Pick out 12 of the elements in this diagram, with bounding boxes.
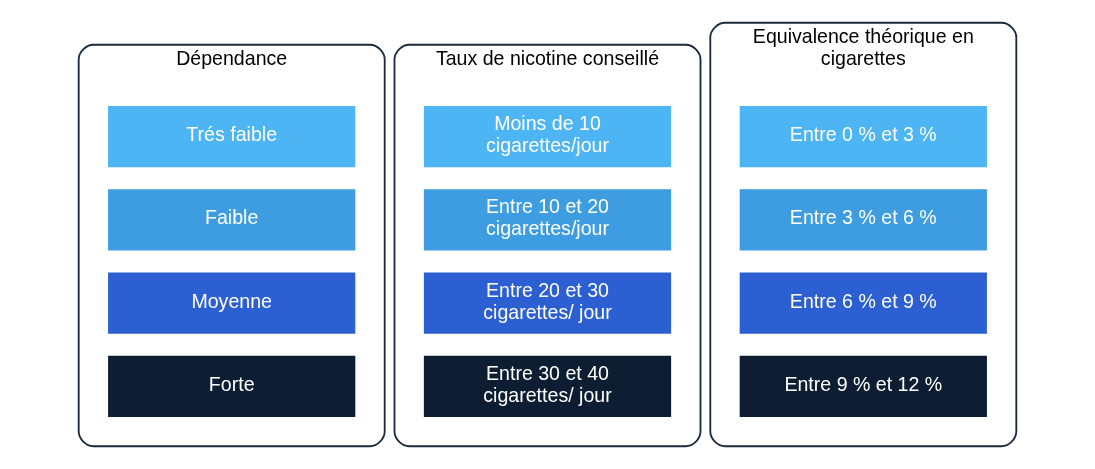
node-box: Faible: [108, 189, 356, 251]
node-box: Trés faible: [108, 105, 356, 168]
node-box: Entre 30 et 40 cigarettes/ jour: [423, 355, 672, 417]
node-box: Moins de 10 cigarettes/jour: [423, 105, 672, 168]
node-box: Entre 3 % et 6 %: [739, 189, 987, 251]
node-box: Moyenne: [108, 272, 356, 334]
node-box: Entre 9 % et 12 %: [739, 355, 987, 417]
node-box: Entre 6 % et 9 %: [739, 272, 987, 334]
node-box: Forte: [108, 355, 356, 417]
node-box: Entre 10 et 20 cigarettes/jour: [423, 189, 672, 251]
node-box: Entre 0 % et 3 %: [739, 105, 987, 168]
node-box: Entre 20 et 30 cigarettes/ jour: [423, 272, 672, 334]
